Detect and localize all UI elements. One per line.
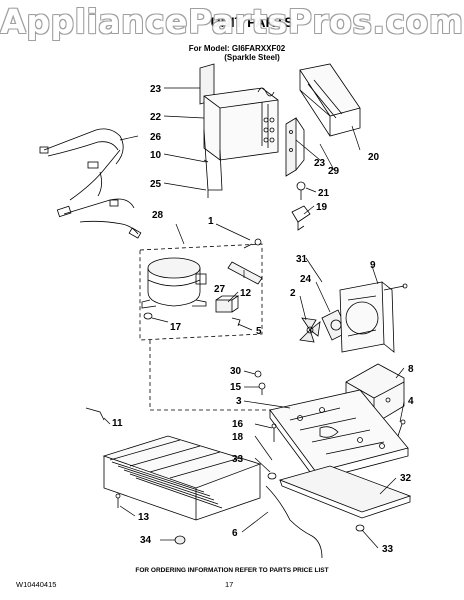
callout-24: 24 <box>300 274 312 285</box>
fan-blade-part <box>299 317 321 343</box>
document-number: W10440415 <box>16 580 57 589</box>
callout-30: 30 <box>230 366 242 377</box>
watermark: AppliancePartsPros.com <box>0 2 464 41</box>
hook-11-part <box>85 407 105 421</box>
grommet-33b-part <box>355 524 365 532</box>
air-duct-part <box>299 63 361 137</box>
callout-31: 31 <box>296 254 308 265</box>
compressor-part <box>141 257 207 309</box>
callout-labels: 23 22 26 10 25 28 1 31 24 9 2 27 12 17 5… <box>112 84 414 555</box>
callout-12: 12 <box>240 288 252 299</box>
callout-32: 32 <box>400 473 412 484</box>
screw-30-part <box>254 370 262 378</box>
page-header: UNIT PARTS For Model: GI6FARXXF02 (Spark… <box>0 14 464 62</box>
callout-3: 3 <box>236 396 242 407</box>
base-pan-part <box>269 389 409 481</box>
callout-33-left: 33 <box>232 454 244 465</box>
callout-15: 15 <box>230 382 242 393</box>
compressor-group-box <box>139 243 300 411</box>
condenser-coil-part <box>102 435 262 521</box>
drain-tube-part <box>265 485 323 559</box>
callout-28: 28 <box>152 210 164 221</box>
evaporator-part <box>199 63 279 161</box>
relay-part <box>215 295 240 313</box>
callout-2: 2 <box>290 288 296 299</box>
callout-29: 29 <box>328 166 340 177</box>
callout-18: 18 <box>232 432 244 443</box>
callout-23-top: 23 <box>150 84 162 95</box>
callout-5: 5 <box>256 326 262 337</box>
page-title: UNIT PARTS <box>210 14 294 30</box>
callout-11: 11 <box>112 418 123 429</box>
model-line: For Model: GI6FARXXF02 <box>188 44 286 53</box>
callout-25: 25 <box>150 179 162 190</box>
callout-16: 16 <box>232 419 244 430</box>
clip-19-part <box>291 205 311 231</box>
clip-5-part <box>231 317 241 327</box>
callout-4: 4 <box>408 396 414 407</box>
screw-16-part <box>271 423 277 442</box>
callout-34: 34 <box>140 535 152 546</box>
plug-34-part <box>174 535 186 545</box>
callout-9: 9 <box>370 260 376 271</box>
wire-harness-part <box>39 128 142 239</box>
fan-shroud-part <box>339 281 395 353</box>
leader-lines <box>103 87 405 549</box>
model-variant: (Sparkle Steel) <box>224 53 280 62</box>
defrost-heater-part <box>203 129 223 198</box>
callout-20: 20 <box>368 152 380 163</box>
callout-27: 27 <box>214 284 226 295</box>
screw-13-part <box>115 493 121 508</box>
grommet-33a-part <box>267 472 277 480</box>
drain-pan-part <box>278 465 412 519</box>
callout-17: 17 <box>170 322 182 333</box>
callout-19: 19 <box>316 202 328 213</box>
pin-9-part <box>383 283 408 291</box>
start-device-part <box>227 261 263 285</box>
callout-23-right: 23 <box>314 158 326 169</box>
callout-22: 22 <box>150 112 162 123</box>
callout-1: 1 <box>208 216 214 227</box>
bracket-part <box>285 117 305 177</box>
page-number: 17 <box>225 580 234 589</box>
ordering-note: FOR ORDERING INFORMATION REFER TO PARTS … <box>135 567 329 574</box>
callout-10: 10 <box>150 150 162 161</box>
screw-21-part <box>296 181 306 200</box>
callout-13: 13 <box>138 512 150 523</box>
bolt-1-part <box>243 238 262 249</box>
screw-15-part <box>258 382 266 395</box>
callout-21: 21 <box>318 188 330 199</box>
screw-4-part <box>397 419 406 437</box>
callout-8: 8 <box>408 364 414 375</box>
callout-26: 26 <box>150 132 162 143</box>
callout-6: 6 <box>232 528 238 539</box>
callout-33-bottom: 33 <box>382 544 394 555</box>
grommet-17-part <box>143 312 153 320</box>
